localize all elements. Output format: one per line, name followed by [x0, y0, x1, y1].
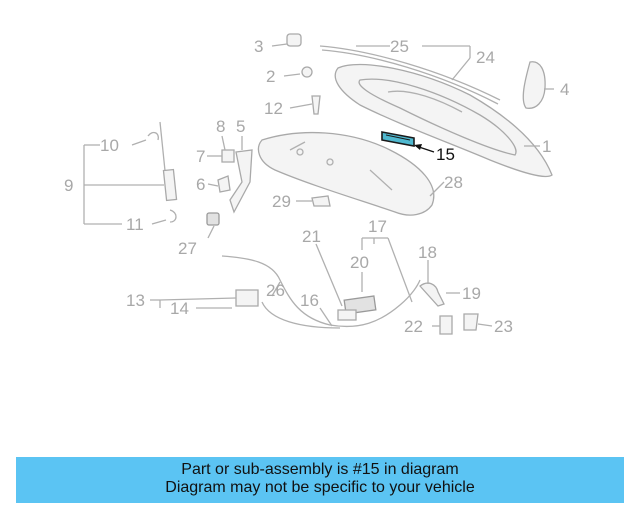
- callout-19: 19: [462, 284, 481, 303]
- hinge-part: [229, 149, 253, 214]
- pushpin-part: [311, 195, 331, 207]
- callout-18: 18: [418, 243, 437, 262]
- insulator-cover-part: [522, 61, 546, 109]
- lock-part: [235, 289, 259, 307]
- caption-line-2: Diagram may not be specific to your vehi…: [165, 479, 475, 496]
- callout-6: 6: [196, 175, 205, 194]
- weatherstrip-part: [319, 45, 501, 101]
- insulator-part: [257, 131, 435, 216]
- callout-9: 9: [64, 176, 73, 195]
- grommet-part: [206, 212, 220, 226]
- bracket-part: [463, 313, 479, 331]
- pivot-part: [419, 282, 445, 307]
- parts-diagram: 3 25 24 2 4 12 8 5 10 1 15 7 9 6 28 29 1…: [64, 33, 569, 336]
- callout-17: 17: [368, 217, 387, 236]
- callout-11: 11: [126, 215, 144, 234]
- caption-line-1: Part or sub-assembly is #15 in diagram: [181, 461, 459, 478]
- callout-21: 21: [302, 227, 321, 246]
- stud-part: [311, 95, 321, 115]
- callout-7: 7: [196, 147, 205, 166]
- callout-24: 24: [476, 48, 495, 67]
- callout-16: 16: [300, 291, 319, 310]
- callout-25: 25: [390, 37, 409, 56]
- hood-part: [334, 63, 553, 178]
- caption-banner: Part or sub-assembly is #15 in diagram D…: [16, 457, 624, 503]
- callout-2: 2: [266, 67, 275, 86]
- callout-23: 23: [494, 317, 513, 336]
- callout-1: 1: [542, 137, 551, 156]
- highlighted-part-15: [381, 131, 415, 147]
- callout-labels: 3 25 24 2 4 12 8 5 10 1 15 7 9 6 28 29 1…: [64, 37, 569, 336]
- leader-lines: [83, 43, 554, 327]
- callout-29: 29: [272, 192, 291, 211]
- callout-3: 3: [254, 37, 263, 56]
- bumper-part: [286, 33, 302, 47]
- callout-14: 14: [170, 299, 189, 318]
- callout-4: 4: [560, 80, 569, 99]
- callout-15: 15: [436, 145, 455, 164]
- callout-20: 20: [350, 253, 369, 272]
- bumper-stop-part: [221, 149, 235, 163]
- bolt-part: [217, 175, 231, 193]
- callout-13: 13: [126, 291, 145, 310]
- callout-10: 10: [100, 136, 119, 155]
- callout-12: 12: [264, 99, 283, 118]
- callout-8: 8: [216, 117, 225, 136]
- callout-26: 26: [266, 281, 285, 300]
- callout-27: 27: [178, 239, 197, 258]
- release-cable-part: [221, 255, 421, 328]
- hood-bracket-part-15: [381, 131, 435, 153]
- callout-22: 22: [404, 317, 423, 336]
- handle-part: [439, 315, 453, 335]
- callout-5: 5: [236, 117, 245, 136]
- callout-28: 28: [444, 173, 463, 192]
- clip-part: [301, 66, 313, 78]
